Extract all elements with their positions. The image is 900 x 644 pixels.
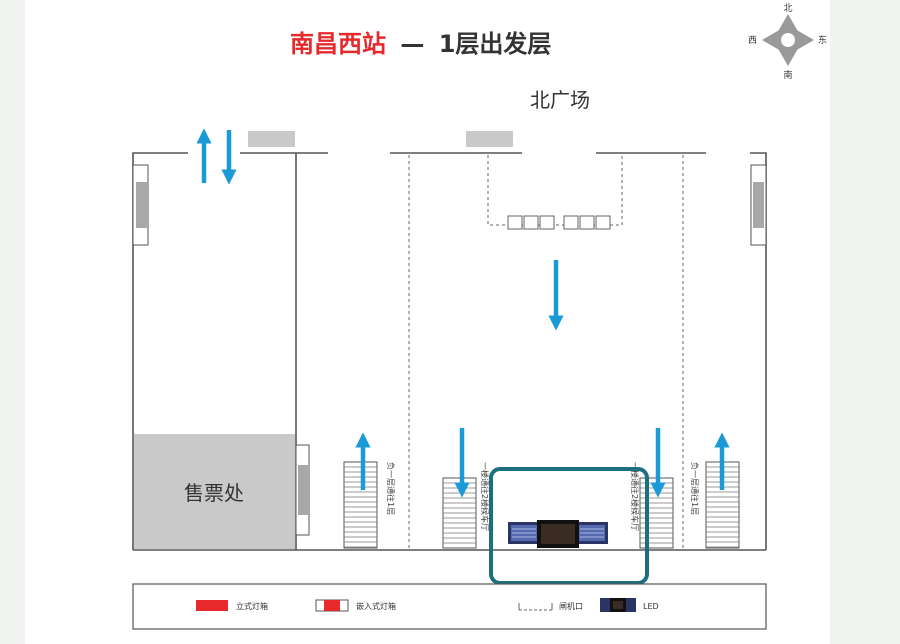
entrance-marker-left xyxy=(248,131,295,147)
embedded-lightbox-right-wall xyxy=(750,164,767,246)
compass-north: 北 xyxy=(783,3,792,14)
stair-label-left-outer: 负一层通往1层 xyxy=(386,462,396,515)
ticket-office-area xyxy=(134,434,295,549)
plaza-label: 北广场 xyxy=(530,88,590,112)
compass-icon: 北 南 东 西 xyxy=(748,3,827,81)
embedded-lightbox-left-wall xyxy=(132,164,149,246)
legend-gate: 闸机口 xyxy=(559,601,583,611)
title-floor: 1层出发层 xyxy=(439,30,552,58)
building-walls xyxy=(132,152,767,551)
legend-gate-swatch xyxy=(518,603,553,611)
stair-label-right-outer: 负一层通往1层 xyxy=(690,462,700,515)
title-separator: — xyxy=(400,30,424,58)
stair-label-left-inner: 一楼通往2楼候车厅 xyxy=(480,462,490,531)
stair-left-outer xyxy=(343,461,378,549)
legend-standing-lightbox: 立式灯箱 xyxy=(236,601,268,611)
stair-label-right-inner: 一楼通往2楼候车厅 xyxy=(630,462,640,531)
legend-box xyxy=(132,583,767,630)
stair-right-outer xyxy=(705,461,740,549)
page-title: 南昌西站 — 1层出发层 xyxy=(290,30,551,58)
led-screen xyxy=(508,520,608,548)
compass-south: 南 xyxy=(783,69,792,81)
title-station: 南昌西站 xyxy=(290,30,386,58)
flow-arrows xyxy=(196,128,730,498)
highlight-frame xyxy=(489,467,649,585)
compass-west: 西 xyxy=(748,35,757,46)
entrance-marker-center xyxy=(466,131,513,147)
legend-led: LED xyxy=(643,602,659,611)
ticket-office-label: 售票处 xyxy=(184,481,244,505)
stair-left-inner xyxy=(442,477,477,549)
compass-east: 东 xyxy=(818,34,827,46)
legend-led-swatch xyxy=(600,598,636,612)
legend-embedded-lightbox-swatch xyxy=(315,599,349,612)
embedded-lightbox-ticket xyxy=(295,444,310,536)
legend-standing-lightbox-swatch xyxy=(196,600,228,611)
legend-embedded-lightbox: 嵌入式灯箱 xyxy=(356,601,396,611)
gate-machines xyxy=(507,215,611,230)
